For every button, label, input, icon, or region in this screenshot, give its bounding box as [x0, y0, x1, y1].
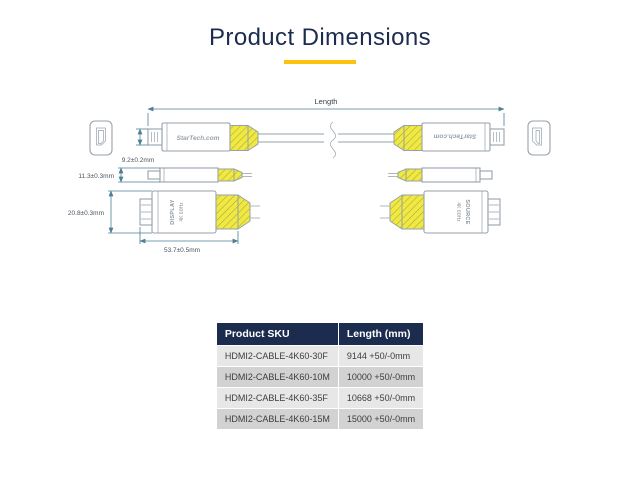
cell-sku: HDMI2-CABLE-4K60-30F — [215, 345, 339, 367]
dimensions-diagram: Length StarTech.com — [68, 97, 551, 254]
display-label: DISPLAY — [170, 199, 176, 224]
strain-relief-right — [403, 125, 423, 151]
top-view-left — [147, 167, 252, 183]
cell-sku: HDMI2-CABLE-4K60-10M — [215, 366, 339, 388]
header: Product Dimensions — [0, 0, 640, 64]
table-row: HDMI2-CABLE-4K60-30F 9144 +50/-0mm — [215, 345, 425, 367]
table-row: HDMI2-CABLE-4K60-35F 10668 +50/-0mm — [215, 387, 425, 409]
cell-length: 15000 +50/-0mm — [337, 408, 425, 430]
body-length-dimension: 53.7±0.5mm — [139, 227, 239, 254]
cell-sku: HDMI2-CABLE-4K60-15M — [215, 408, 339, 430]
display-sub-label: 4K 60Hz — [179, 202, 185, 222]
dim-side-height-label: 20.8±0.3mm — [68, 210, 104, 217]
dim-top-height-label: 11.3±0.3mm — [78, 173, 114, 180]
dim-tip-label: 9.2±0.2mm — [122, 157, 154, 164]
cable — [258, 121, 394, 159]
side-height-dimension: 20.8±0.3mm — [68, 190, 152, 234]
connector-side-left: StarTech.com — [147, 122, 259, 152]
connector-side-right: StarTech.com — [393, 122, 505, 152]
brand-label-left: StarTech.com — [177, 135, 220, 142]
table-row: HDMI2-CABLE-4K60-15M 15000 +50/-0mm — [215, 408, 425, 430]
length-dimension: Length — [147, 97, 505, 126]
table-header-row: Product SKU Length (mm) — [215, 322, 425, 346]
page: Product Dimensions Length — [0, 0, 640, 430]
title-accent-bar — [284, 60, 356, 64]
sku-table-wrap: Product SKU Length (mm) HDMI2-CABLE-4K60… — [0, 322, 640, 430]
brand-label-right: StarTech.com — [433, 133, 476, 140]
header-product-sku: Product SKU — [215, 322, 339, 346]
top-view-right — [388, 167, 493, 183]
dim-body-length-label: 53.7±0.5mm — [164, 247, 200, 254]
cable-break-symbol — [330, 121, 336, 159]
hdmi-front-view-left — [89, 120, 113, 156]
strain-relief-left — [229, 125, 249, 151]
cell-length: 10000 +50/-0mm — [337, 366, 425, 388]
source-sub-label: 4K 60Hz — [455, 202, 461, 222]
hdmi-front-view-right — [527, 120, 551, 156]
header-length-mm: Length (mm) — [337, 322, 425, 346]
sku-table: Product SKU Length (mm) HDMI2-CABLE-4K60… — [215, 322, 425, 430]
length-label: Length — [315, 97, 338, 106]
tip-height-dimension: 9.2±0.2mm — [122, 128, 154, 164]
top-height-dimension: 11.3±0.3mm — [78, 167, 160, 183]
cell-sku: HDMI2-CABLE-4K60-35F — [215, 387, 339, 409]
table-row: HDMI2-CABLE-4K60-10M 10000 +50/-0mm — [215, 366, 425, 388]
side-view-left: DISPLAY 4K 60Hz — [139, 190, 260, 234]
cell-length: 9144 +50/-0mm — [337, 345, 425, 367]
source-label: SOURCE — [464, 199, 470, 224]
side-view-right: SOURCE 4K 60Hz — [380, 190, 501, 234]
cell-length: 10668 +50/-0mm — [337, 387, 425, 409]
page-title: Product Dimensions — [209, 24, 431, 51]
